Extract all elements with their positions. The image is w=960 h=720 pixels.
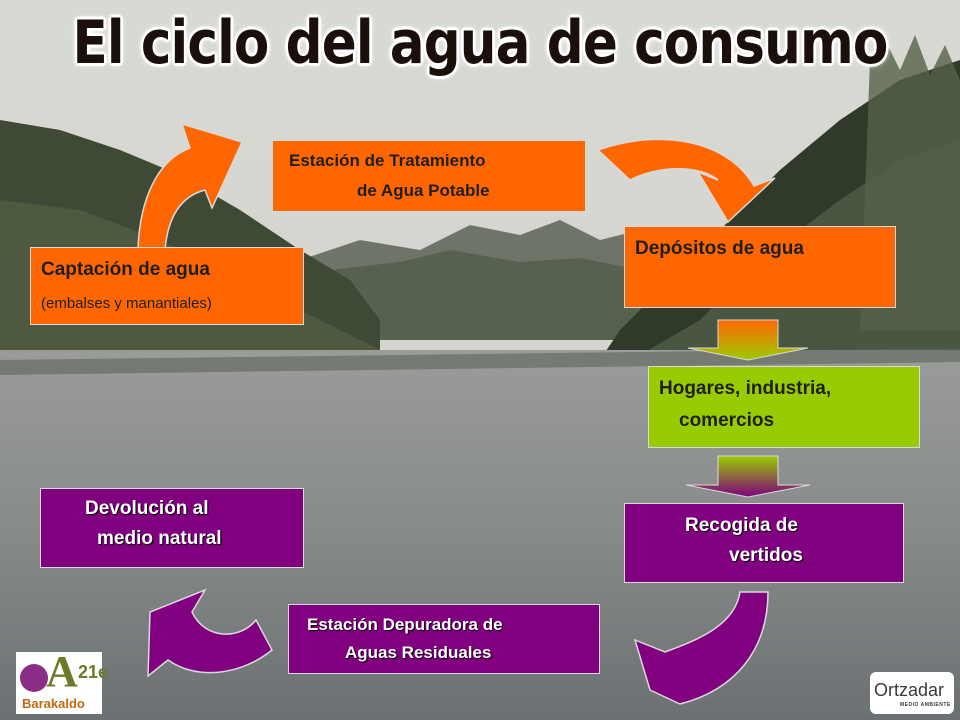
bicycle-icon (20, 664, 48, 692)
depositos-title: Depósitos de agua (635, 238, 804, 259)
page-title: El ciclo del agua de consumo (72, 8, 889, 78)
ortzadar-sub: MEDIO AMBIENTE (900, 702, 951, 708)
etap-line2: de Agua Potable (357, 181, 490, 200)
box-edar: Estación Depuradora de Aguas Residuales (288, 604, 600, 674)
down-arrow-hogares-to-recogida (685, 455, 811, 498)
captacion-title: Captación de agua (41, 259, 210, 280)
box-recogida: Recogida de vertidos (624, 503, 904, 583)
curved-arrow-etap-to-depositos (596, 138, 776, 224)
curved-arrow-captacion-to-etap (137, 122, 244, 251)
hogares-line2: comercios (679, 410, 775, 431)
etap-line1: Estación de Tratamiento (289, 151, 486, 170)
edar-line2: Aguas Residuales (345, 643, 492, 662)
agenda21-barakaldo-logo: A 21e Barakaldo (16, 647, 108, 714)
recogida-line2: vertidos (729, 545, 803, 566)
ortzadar-logo: Ortzadar MEDIO AMBIENTE (870, 672, 954, 714)
ortzadar-name: Ortzadar (874, 680, 945, 700)
box-hogares: Hogares, industria, comercios (648, 366, 920, 448)
curved-arrow-edar-to-devolucion (147, 588, 273, 678)
captacion-subtitle: (embalses y manantiales) (41, 295, 212, 312)
logo-sup: 21e (78, 662, 109, 682)
box-etap: Estación de Tratamiento de Agua Potable (272, 140, 586, 212)
devolucion-line2: medio natural (97, 528, 222, 549)
box-devolucion: Devolución al medio natural (40, 488, 304, 568)
down-arrow-depositos-to-hogares (687, 319, 809, 361)
box-captacion: Captación de agua (embalses y manantiale… (30, 247, 304, 325)
devolucion-line1: Devolución al (85, 498, 209, 519)
logo-name: Barakaldo (22, 696, 85, 711)
box-depositos: Depósitos de agua (624, 226, 896, 308)
curved-arrow-recogida-to-edar (633, 591, 769, 705)
hogares-line1: Hogares, industria, (659, 378, 832, 399)
edar-line1: Estación Depuradora de (307, 615, 503, 634)
recogida-line1: Recogida de (685, 515, 798, 536)
logo-mark: A (46, 647, 78, 696)
